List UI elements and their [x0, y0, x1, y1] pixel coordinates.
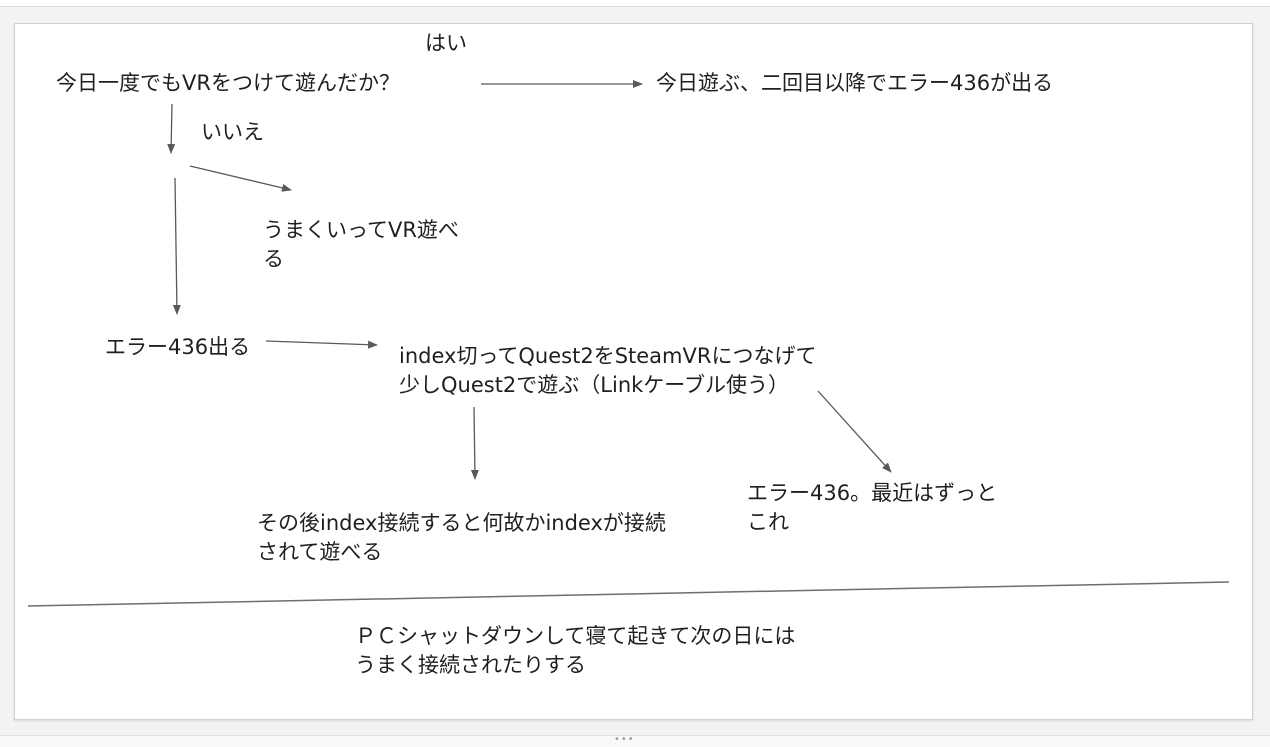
node-footer-note[interactable]: ＰＣシャットダウンして寝て起きて次の日には うまく接続されたりする — [355, 624, 796, 677]
node-success[interactable]: うまくいってVR遊べ る — [263, 218, 459, 271]
node-question[interactable]: 今日一度でもVRをつけて遊んだか？ — [56, 71, 400, 95]
top-ruler — [0, 0, 1270, 7]
slide-canvas[interactable] — [14, 23, 1253, 720]
notes-resize-bar[interactable] — [0, 735, 1270, 747]
arrow-to-error[interactable] — [172, 177, 181, 315]
arrow-to-success[interactable] — [189, 165, 292, 192]
node-recent-error[interactable]: エラー436。最近はずっと これ — [747, 481, 998, 534]
node-after[interactable]: その後index接続すると何故かindexが接続 されて遊べる — [257, 511, 666, 564]
arrow-workaround-to-after[interactable] — [470, 406, 479, 480]
node-workaround[interactable]: index切ってQuest2をSteamVRにつなげて 少しQuest2で遊ぶ（… — [399, 344, 817, 397]
resize-grip-icon[interactable]: ••• — [614, 734, 635, 745]
label-yes[interactable]: はい — [425, 31, 467, 55]
node-error[interactable]: エラー436出る — [105, 335, 251, 359]
label-no[interactable]: いいえ — [201, 120, 264, 144]
node-yes-result[interactable]: 今日遊ぶ、二回目以降でエラー436が出る — [656, 71, 1054, 95]
arrow-no[interactable] — [167, 103, 176, 154]
arrow-workaround-to-recent-error[interactable] — [817, 390, 892, 473]
arrow-error-to-workaround[interactable] — [265, 340, 378, 349]
divider-line[interactable] — [27, 581, 1230, 607]
